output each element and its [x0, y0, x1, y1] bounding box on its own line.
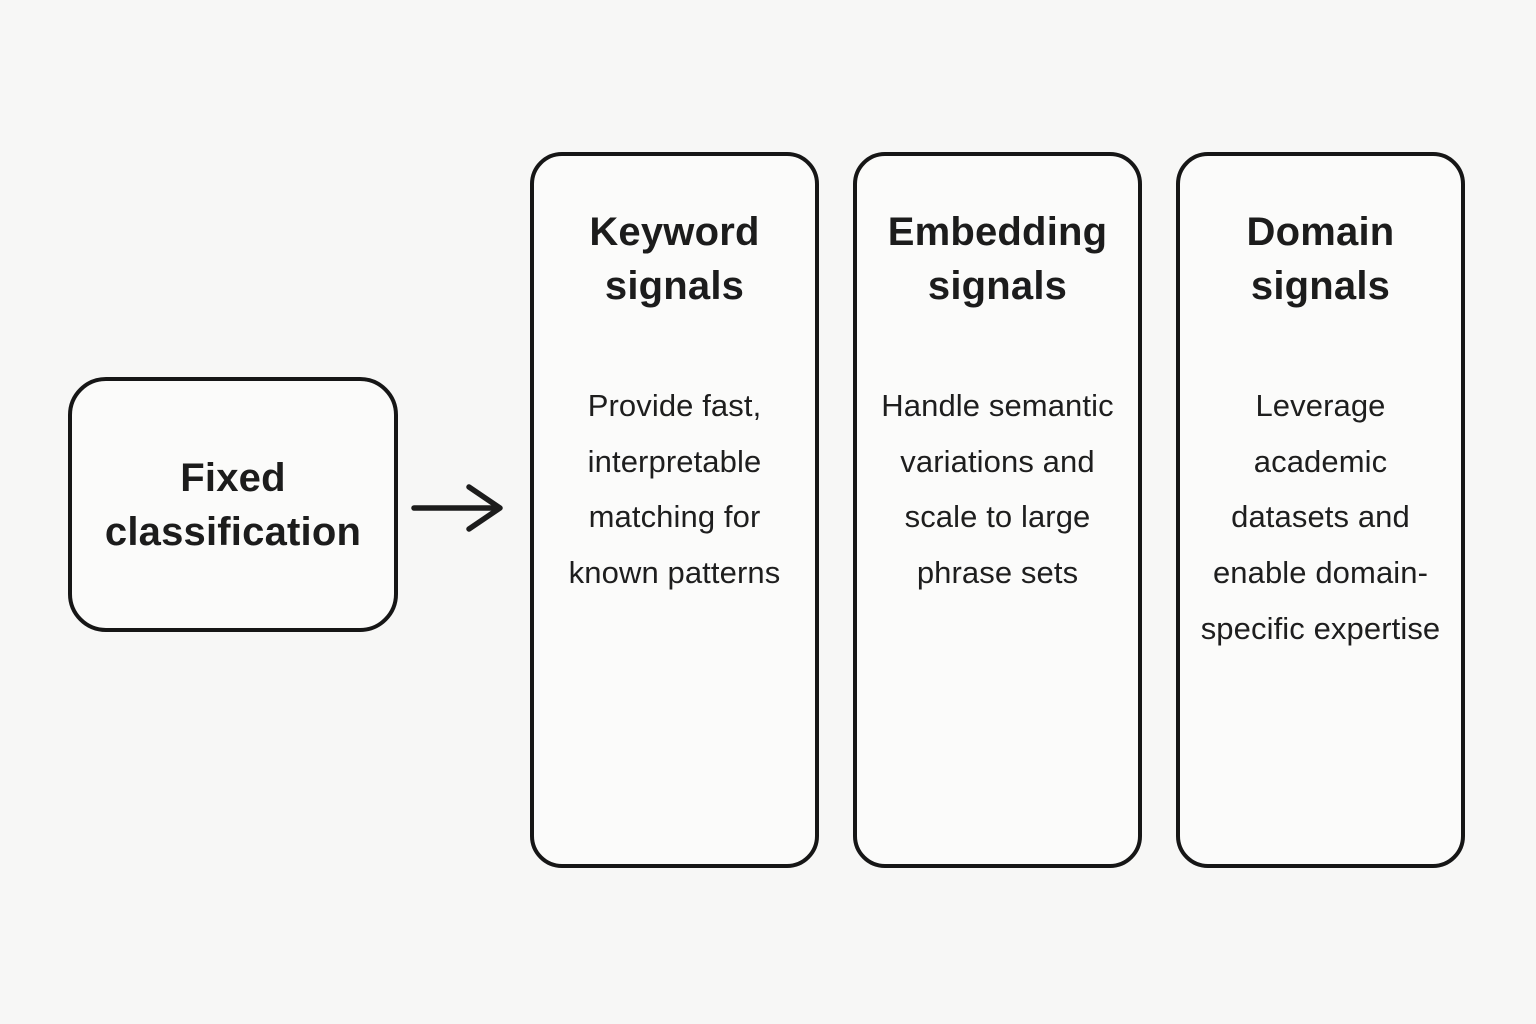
card-title: Domain signals [1246, 210, 1395, 309]
card-body: Handle semantic variations and scale to … [881, 387, 1114, 591]
card-body: Provide fast, interpretable matching for… [568, 387, 781, 591]
card-body: Leverage academic datasets and enable do… [1200, 387, 1441, 646]
fixed-classification-box: Fixed classification [68, 377, 398, 632]
card-domain-signals: Domain signals Leverage academic dataset… [1176, 152, 1465, 868]
card-title: Keyword signals [589, 210, 760, 309]
card-title: Embedding signals [887, 210, 1108, 309]
card-embedding-signals: Embedding signals Handle semantic variat… [853, 152, 1142, 868]
card-keyword-signals: Keyword signals Provide fast, interpreta… [530, 152, 819, 868]
signal-cards: Keyword signals Provide fast, interpreta… [530, 152, 1465, 868]
arrow-right-icon [411, 484, 503, 532]
source-box-label: Fixed classification [104, 455, 362, 554]
